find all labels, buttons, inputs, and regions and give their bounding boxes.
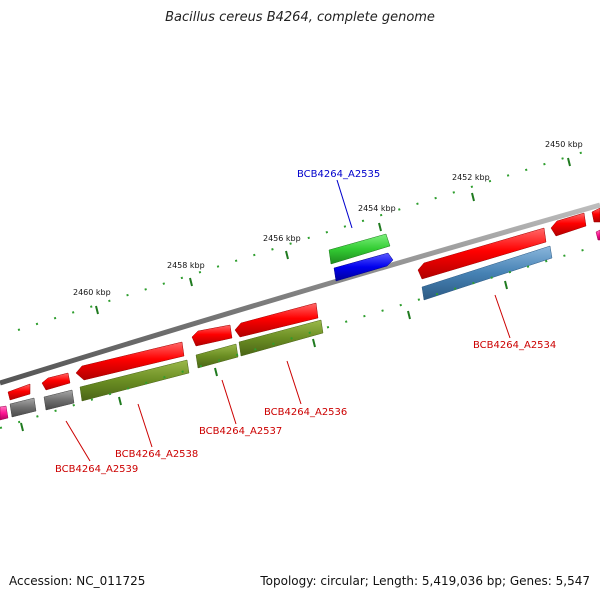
leader-line [286,360,302,405]
gene-gray[interactable] [43,389,75,411]
map-title: Bacillus cereus B4264, complete genome [165,10,435,25]
leader-line [65,420,91,462]
leader-line [494,294,511,339]
outer-tick-ring [17,149,591,331]
leader-line [137,403,153,448]
gene-blue[interactable] [333,252,394,282]
minor-tick [20,422,24,432]
minor-tick [118,396,122,406]
gene-forward[interactable] [417,227,547,280]
leader-line [336,179,353,229]
accession-text: Accession: NC_011725 [9,574,146,588]
gene-forward[interactable] [550,212,587,237]
tick-labels: 2450 kbp 2452 kbp 2454 kbp 2456 kbp 2458… [73,140,583,297]
gene-forward[interactable] [41,372,71,391]
inner-tick-ring [0,247,591,432]
major-tick [189,277,193,287]
tick-label: 2456 kbp [263,234,301,243]
gene-label-a2536[interactable]: BCB4264_A2536 [264,407,347,418]
gene-steelblue[interactable] [421,245,553,301]
gene-olive[interactable] [238,319,324,357]
gene-forward[interactable] [234,302,319,338]
minor-tick [214,367,218,377]
minor-tick [504,280,508,290]
leader-lines [65,179,511,462]
gene-labels: BCB4264_A2535 BCB4264_A2534 BCB4264_A253… [55,169,556,475]
gene-gray[interactable] [9,397,37,418]
leader-line [221,379,237,425]
gene-label-a2534[interactable]: BCB4264_A2534 [473,340,556,351]
tick-label: 2458 kbp [167,261,205,270]
gene-green[interactable] [328,233,391,265]
gene-label-a2538[interactable]: BCB4264_A2538 [115,449,198,460]
gene-label-a2539[interactable]: BCB4264_A2539 [55,464,138,475]
minor-tick [407,310,411,320]
genome-backbone [0,202,600,386]
reverse-strand-genes [0,229,600,421]
gene-label-a2537[interactable]: BCB4264_A2537 [199,426,282,437]
major-tick [471,192,475,202]
tick-label: 2454 kbp [358,204,396,213]
minor-tick [312,338,316,348]
gene-forward[interactable] [75,341,185,381]
tick-label: 2460 kbp [73,288,111,297]
gene-olive[interactable] [195,343,239,369]
major-tick [378,222,382,232]
major-tick [95,305,99,315]
major-tick [285,250,289,260]
tick-label: 2450 kbp [545,140,583,149]
genome-summary-text: Topology: circular; Length: 5,419,036 bp… [260,574,590,588]
gene-magenta[interactable] [0,405,9,421]
gene-forward[interactable] [191,324,233,347]
gene-label-a2535[interactable]: BCB4264_A2535 [297,169,380,180]
gene-forward[interactable] [7,383,31,401]
major-ticks-outer [95,157,571,315]
gene-olive[interactable] [79,359,190,402]
forward-strand-genes [7,207,600,401]
tick-label: 2452 kbp [452,173,490,182]
gene-forward[interactable] [591,207,600,223]
major-tick [567,157,571,167]
gene-magenta[interactable] [595,229,600,241]
